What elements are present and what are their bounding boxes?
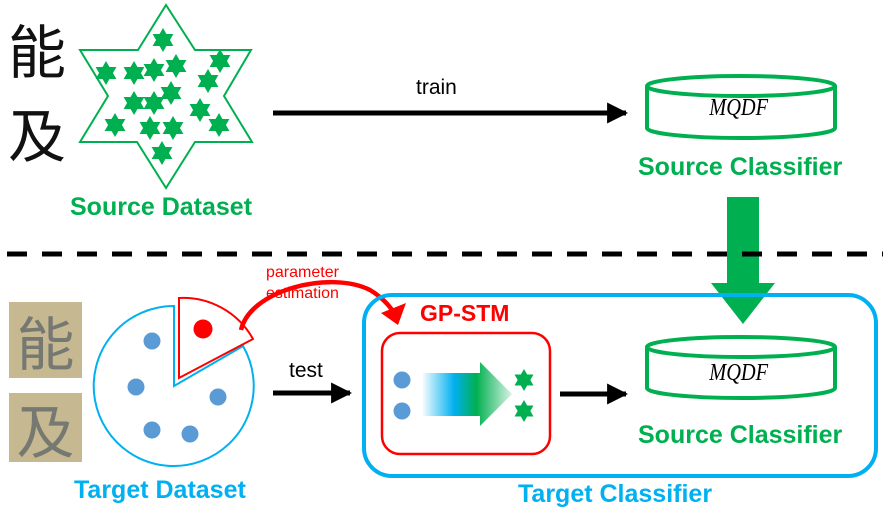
target-photo-2: 及 xyxy=(9,393,82,462)
target-classifier-box xyxy=(362,293,878,478)
source-sample-star-icon xyxy=(162,122,184,140)
pie-dot xyxy=(181,425,199,443)
estimation-label-line2: estimation xyxy=(266,285,339,302)
source-classifier-label-bottom: Source Classifier xyxy=(638,421,843,449)
transfer-down-arrow xyxy=(711,197,775,324)
source-sample-star-icon xyxy=(209,55,231,73)
source-character-2: 及 xyxy=(8,103,67,171)
gpstm-output-star-icon xyxy=(514,374,534,391)
pie-dot xyxy=(127,378,145,396)
target-classifier-label: Target Classifier xyxy=(518,480,713,508)
pie-dot xyxy=(143,421,161,439)
source-sample-star-icon xyxy=(104,119,126,137)
source-sample-star-icon xyxy=(160,87,182,105)
source-dataset-hexagram xyxy=(78,3,254,190)
pie-dot xyxy=(143,332,161,350)
gpstm-output-star-icon xyxy=(514,405,534,422)
estimation-label-line1: parameter xyxy=(266,264,339,281)
target-photo-1: 能 xyxy=(9,302,82,378)
source-sample-star-icon xyxy=(151,147,173,165)
source-sample-star-icon xyxy=(208,119,230,137)
test-label: test xyxy=(289,359,323,382)
source-sample-star-icon xyxy=(143,97,165,115)
source-classifier-cylinder-bottom xyxy=(645,335,837,400)
target-dataset-label: Target Dataset xyxy=(74,476,246,504)
source-sample-star-icon xyxy=(143,64,165,82)
source-character-1: 能 xyxy=(8,19,67,87)
pie-dot xyxy=(209,388,227,406)
train-label: train xyxy=(416,76,457,99)
mqdf-label-bottom: MQDF xyxy=(709,360,769,386)
hexagram-outline xyxy=(78,3,254,190)
gpstm-input-dot xyxy=(393,402,411,420)
parameter-estimation-arrow xyxy=(238,280,394,331)
source-sample-star-icon xyxy=(152,34,174,52)
source-sample-star-icon xyxy=(123,67,145,85)
gpstm-box xyxy=(380,331,552,456)
parameter-estimation-arrowhead xyxy=(381,303,406,325)
slice-red-dot xyxy=(193,319,213,339)
source-sample-star-icon xyxy=(139,122,161,140)
target-photo-character: 能 xyxy=(16,311,75,378)
source-sample-star-icon xyxy=(165,60,187,78)
gpstm-label: GP-STM xyxy=(420,300,510,326)
target-photo-character: 及 xyxy=(16,398,75,463)
source-dataset-label: Source Dataset xyxy=(70,193,253,221)
gpstm-transform-arrow xyxy=(423,362,512,426)
source-sample-star-icon xyxy=(95,67,117,85)
gpstm-input-dot xyxy=(393,371,411,389)
source-classifier-cylinder-top xyxy=(645,74,837,140)
source-sample-star-icon xyxy=(189,104,211,122)
pie-body xyxy=(92,304,255,467)
source-sample-stars xyxy=(95,28,231,165)
source-classifier-label-top: Source Classifier xyxy=(638,153,843,181)
parameter-estimation-label: parameter estimation xyxy=(266,262,339,304)
target-dataset-pie xyxy=(92,296,255,467)
mqdf-label-top: MQDF xyxy=(709,95,769,121)
gpstm-output-stars xyxy=(514,369,534,422)
source-sample-star-icon xyxy=(197,75,219,93)
pie-highlighted-slice xyxy=(178,296,255,380)
source-sample-star-icon xyxy=(123,97,145,115)
